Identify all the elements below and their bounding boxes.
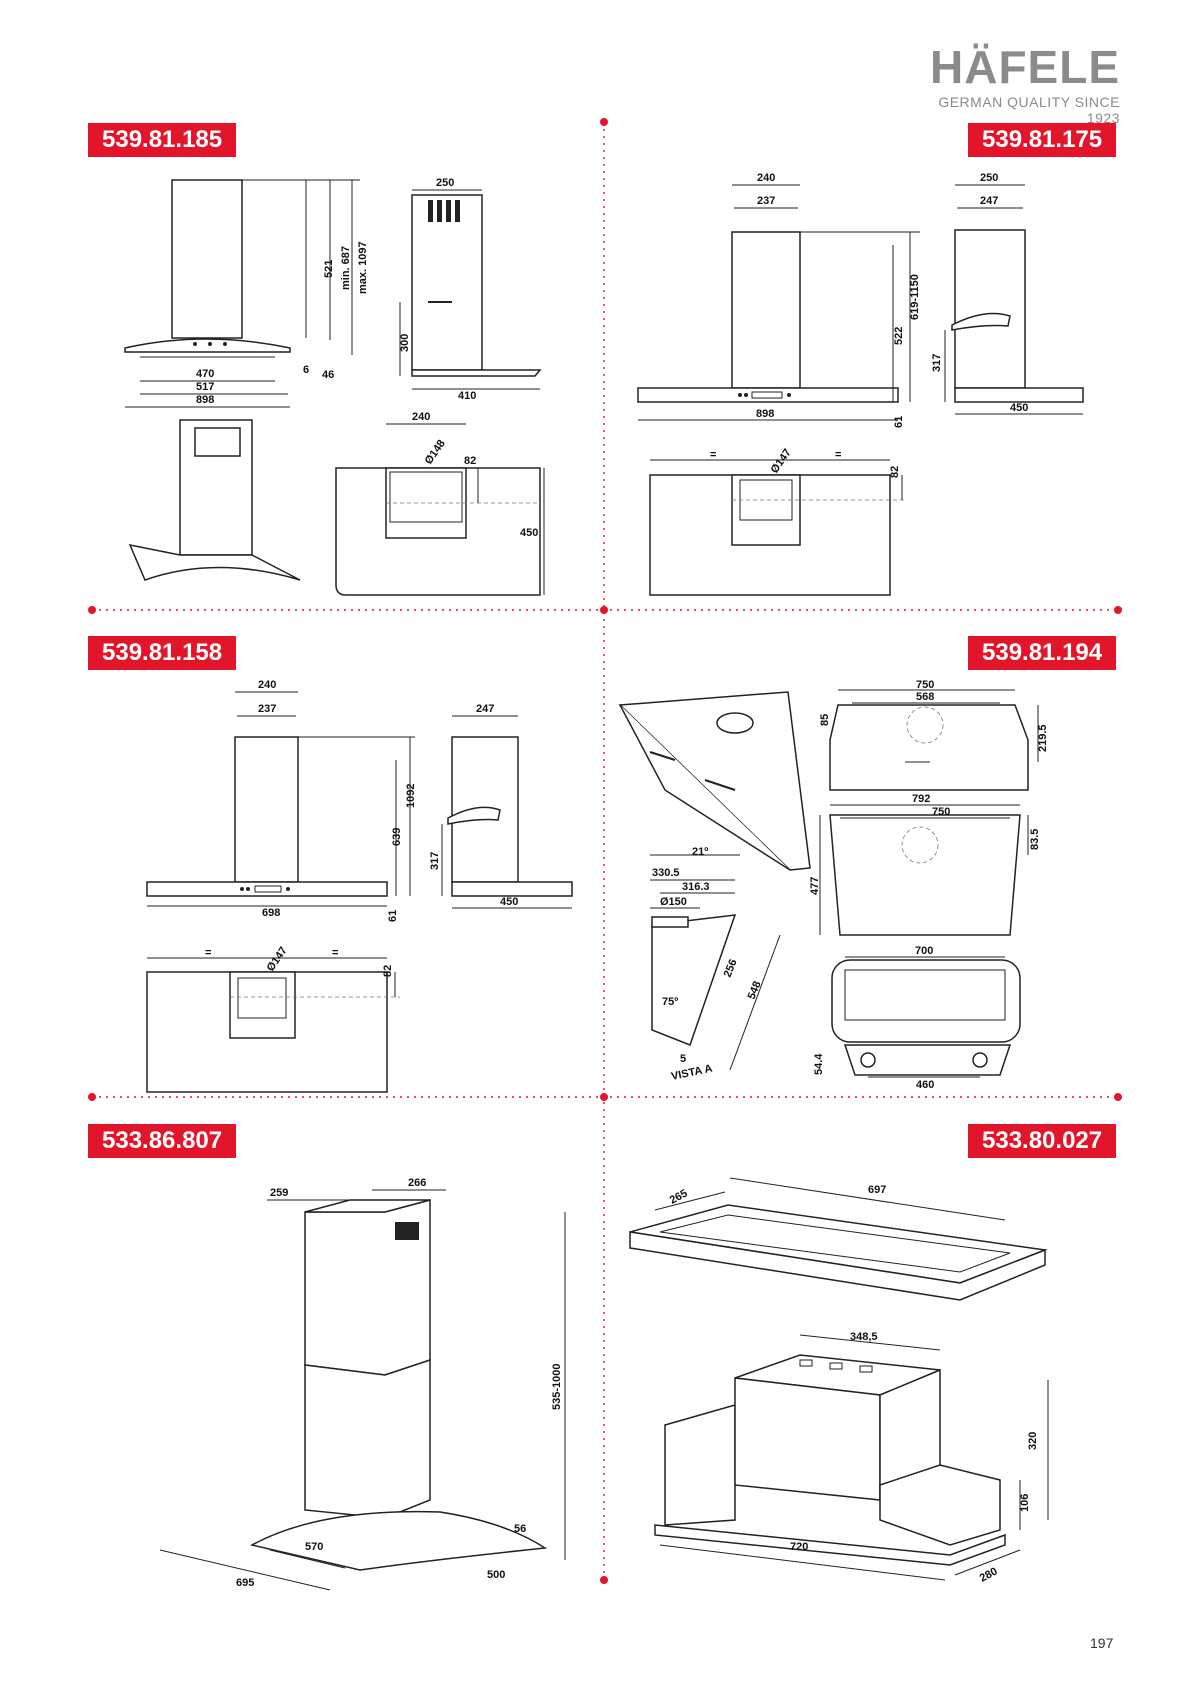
drawing-533-80-027: 265 697 348,5 320 106 720 280 [629, 1177, 1049, 1585]
dim-21deg: 21º [692, 846, 708, 858]
dim-75deg: 75º [662, 996, 678, 1008]
dim-5: 5 [680, 1053, 686, 1065]
dim-46: 46 [322, 369, 334, 381]
dim-82: 82 [382, 965, 394, 977]
dim-470: 470 [196, 368, 214, 380]
dim-250: 250 [436, 177, 454, 189]
dim-568: 568 [916, 691, 934, 703]
dim-460: 460 [916, 1079, 934, 1091]
dim-61: 61 [387, 910, 399, 922]
model-label-539-81-175: 539.81.175 [968, 123, 1117, 157]
dim-82: 82 [889, 466, 901, 478]
brand-tagline: GERMAN QUALITY SINCE 1923 [938, 94, 1120, 126]
dim-700: 700 [915, 945, 933, 957]
drawing-539-81-175: 240 237 619-1150 522 898 61 250 247 317 … [637, 172, 1084, 596]
brand-block: HÄFELE GERMAN QUALITY SINCE 1923 [910, 44, 1120, 126]
dim-330-5: 330.5 [652, 867, 680, 879]
dim-106: 106 [1019, 1494, 1031, 1512]
dim-450: 450 [1010, 402, 1028, 414]
model-label-539-81-194: 539.81.194 [968, 636, 1117, 670]
dim-247: 247 [476, 703, 494, 715]
dim-d147: Ø147 [769, 447, 794, 476]
model-label-533-80-027: 533.80.027 [968, 1124, 1117, 1158]
dim-450: 450 [500, 896, 518, 908]
dim-320: 320 [1027, 1432, 1039, 1450]
dim-240: 240 [258, 679, 276, 691]
dim-410: 410 [458, 390, 476, 402]
dim-82: 82 [464, 455, 476, 467]
dim-300: 300 [399, 334, 411, 352]
dim-898: 898 [756, 408, 774, 420]
dim-792: 792 [912, 793, 930, 805]
vista-a-label: VISTA A [670, 1063, 713, 1083]
dim-237: 237 [258, 703, 276, 715]
dim-619-1150: 619-1150 [909, 274, 921, 320]
dim-d148: Ø148 [423, 438, 448, 467]
model-label-539-81-158: 539.81.158 [88, 636, 237, 670]
dim-750-top: 750 [916, 679, 934, 691]
drawing-539-81-194: 21º 330.5 316.3 Ø150 256 548 75º 5 VISTA… [618, 679, 1049, 1091]
dim-450: 450 [520, 527, 538, 539]
dim-56: 56 [514, 1523, 526, 1535]
dim-500: 500 [487, 1569, 505, 1581]
dim-54-4: 54.4 [813, 1053, 825, 1075]
dim-750-mid: 750 [932, 806, 950, 818]
dim-266: 266 [408, 1177, 426, 1189]
model-label-533-86-807: 533.86.807 [88, 1124, 237, 1158]
dim-250: 250 [980, 172, 998, 184]
dim-898: 898 [196, 394, 214, 406]
drawing-533-86-807: 259 266 535-1000 56 570 695 500 [159, 1177, 566, 1591]
dim-639: 639 [391, 828, 403, 846]
section-separators [88, 118, 1122, 1584]
dim-697: 697 [868, 1184, 886, 1196]
dim-1092: 1092 [405, 784, 417, 808]
dim-517: 517 [196, 381, 214, 393]
dim-6: 6 [303, 364, 309, 376]
dim-265: 265 [668, 1187, 690, 1206]
dim-237: 237 [757, 195, 775, 207]
hafele-logo: HÄFELE [930, 41, 1120, 93]
dim-d150: Ø150 [660, 896, 687, 908]
dim-695: 695 [236, 1577, 254, 1589]
dim-247: 247 [980, 195, 998, 207]
dim-240-top: 240 [412, 411, 430, 423]
dim-570: 570 [305, 1541, 323, 1553]
dim-85: 85 [819, 714, 831, 726]
dim-720: 720 [790, 1541, 808, 1553]
model-label-539-81-185: 539.81.185 [88, 123, 237, 157]
page-number: 197 [1090, 1635, 1114, 1651]
eq-left: = [710, 449, 716, 461]
dim-548: 548 [746, 980, 764, 1002]
dim-max-1097: max. 1097 [357, 241, 369, 294]
drawing-539-81-185: 521 min. 687 max. 1097 470 517 898 6 46 … [124, 177, 545, 596]
drawing-539-81-158: 240 237 1092 639 698 61 247 317 450 = = … [146, 679, 573, 1093]
dim-259: 259 [270, 1187, 288, 1199]
dim-317: 317 [429, 852, 441, 870]
dim-219-5: 219.5 [1037, 724, 1049, 752]
eq-right: = [835, 449, 841, 461]
dim-min-687: min. 687 [340, 246, 352, 290]
dim-83-5: 83.5 [1029, 829, 1041, 850]
dim-61: 61 [893, 416, 905, 428]
dim-316-3: 316.3 [682, 881, 710, 893]
dim-521: 521 [323, 260, 335, 278]
dim-d147: Ø147 [265, 945, 290, 974]
dim-240: 240 [757, 172, 775, 184]
eq-left: = [205, 947, 211, 959]
dim-256: 256 [722, 958, 740, 980]
dim-477: 477 [809, 877, 821, 895]
dim-535-1000: 535-1000 [551, 1364, 563, 1411]
dim-317: 317 [931, 354, 943, 372]
dim-280: 280 [978, 1565, 1000, 1584]
dim-348-5: 348,5 [850, 1331, 878, 1343]
dim-698: 698 [262, 907, 280, 919]
eq-right: = [332, 947, 338, 959]
dim-522: 522 [893, 327, 905, 345]
